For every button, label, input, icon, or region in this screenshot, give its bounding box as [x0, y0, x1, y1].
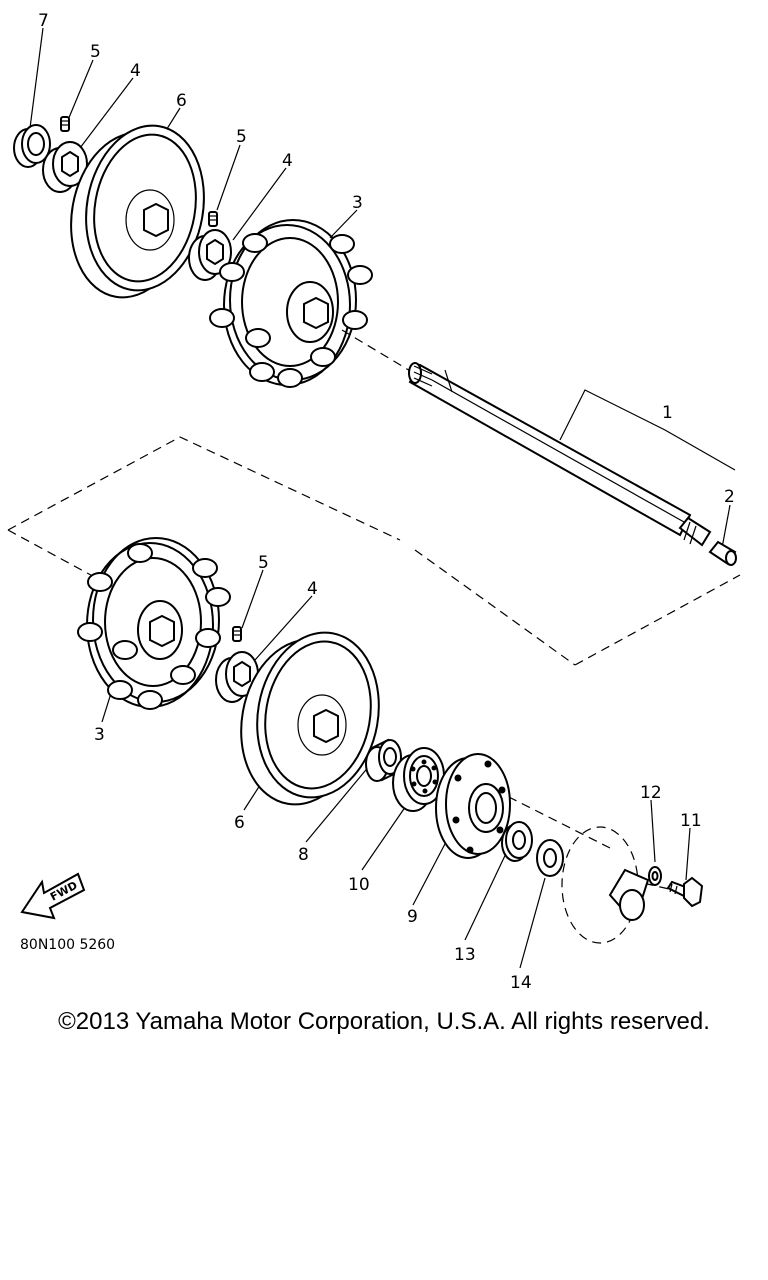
- callout-4: 4: [130, 61, 141, 81]
- callout-12: 12: [640, 783, 662, 803]
- callout-4: 4: [307, 579, 318, 599]
- part-1-shaft: [408, 362, 712, 547]
- callout-3: 3: [94, 725, 105, 745]
- frame-side-plate: [561, 826, 650, 944]
- fwd-arrow: FWD: [20, 872, 86, 920]
- callout-13: 13: [454, 945, 476, 965]
- part-2-shaft-plug: [708, 540, 737, 566]
- callout-5: 5: [90, 42, 101, 62]
- copyright-notice: ©2013 Yamaha Motor Corporation, U.S.A. A…: [58, 1008, 710, 1035]
- sprocket-b-teeth: [77, 543, 231, 710]
- leader-lines: [29, 27, 736, 969]
- part-9-bearing-housing: [435, 753, 511, 859]
- part-5-set-screw-a: [60, 116, 70, 132]
- part-6-idler-wheel-b: [240, 631, 380, 806]
- callout-4: 4: [282, 151, 293, 171]
- callout-11: 11: [680, 811, 702, 831]
- part-4-hex-collar-a: [42, 141, 88, 193]
- assembly-dashed-lines: [7, 329, 741, 893]
- part-6-idler-wheel-a: [70, 124, 205, 299]
- part-3-sprocket-b: [77, 537, 231, 710]
- part-7-collar: [13, 124, 51, 168]
- callout-8: 8: [298, 845, 309, 865]
- part-12-washer: [648, 866, 662, 886]
- callout-14: 14: [510, 973, 532, 993]
- callout-10: 10: [348, 875, 370, 895]
- callout-1: 1: [662, 403, 673, 423]
- callout-3: 3: [352, 193, 363, 213]
- part-13-washer: [501, 821, 533, 862]
- callout-7: 7: [38, 11, 49, 31]
- exploded-parts-diagram: FWD 7 5 4 6 5 4 3 1 2 5 4 3 6 8 10 9 13 …: [7, 11, 741, 993]
- callout-5: 5: [258, 553, 269, 573]
- sprocket-a-teeth: [209, 233, 373, 388]
- part-8-spacer: [365, 738, 402, 782]
- part-14-nut: [536, 839, 564, 877]
- callout-numbers: 7 5 4 6 5 4 3 1 2 5 4 3 6 8 10 9 13 14 1…: [38, 11, 735, 993]
- part-10-bearing: [392, 747, 445, 812]
- part-5-set-screw-c: [232, 626, 242, 642]
- callout-6: 6: [234, 813, 245, 833]
- part-3-sprocket-a: [209, 219, 373, 388]
- callout-9: 9: [407, 907, 418, 927]
- drawing-code: 80N100 5260: [20, 937, 115, 953]
- flange-holes: [452, 760, 506, 854]
- bearing-balls: [410, 759, 438, 794]
- callout-6: 6: [176, 91, 187, 111]
- callout-5: 5: [236, 127, 247, 147]
- part-11-bolt: [666, 876, 704, 908]
- callout-2: 2: [724, 487, 735, 507]
- part-5-set-screw-b: [208, 211, 218, 227]
- part-4-hex-collar-b: [188, 229, 232, 281]
